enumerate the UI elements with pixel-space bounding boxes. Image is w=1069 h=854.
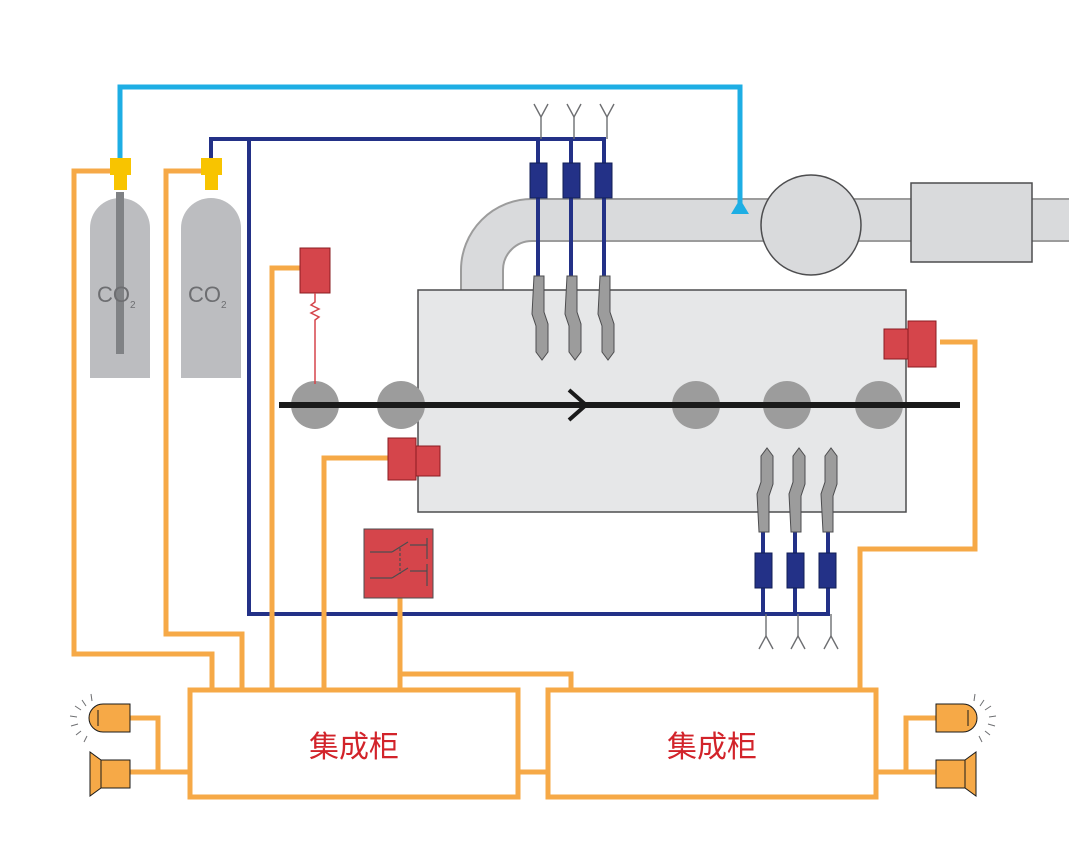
cabinet-2-label: 集成柜 xyxy=(667,730,757,765)
flow-arrow-icon xyxy=(567,388,590,422)
nozzle-icon xyxy=(564,275,582,361)
solenoid-valve-icon xyxy=(818,552,837,589)
top-nozzles xyxy=(531,275,615,361)
solenoid-valves xyxy=(529,162,837,589)
nozzle-icon xyxy=(756,447,774,533)
solenoid-valve-icon xyxy=(754,552,773,589)
cylinder-label: CO2 xyxy=(188,282,227,311)
alarm-beacon-icon xyxy=(88,703,131,733)
smoke-detector-icon xyxy=(387,437,441,481)
horn-speaker-icon xyxy=(89,751,131,797)
exhaust-duct xyxy=(460,174,1069,292)
nozzle-icon xyxy=(820,447,838,533)
alarm-beacon-left xyxy=(69,693,131,743)
navy-pipe-network xyxy=(209,137,830,616)
pressure-switch-icon xyxy=(363,528,434,599)
cylinder-label: CO2 xyxy=(97,282,136,311)
co2-cylinder-1: CO2 xyxy=(90,158,150,378)
horn-right xyxy=(935,751,977,797)
turbocharger xyxy=(760,174,862,276)
nozzle-icon xyxy=(788,447,806,533)
duct-nozzle-icon xyxy=(731,199,749,214)
conveyor xyxy=(279,381,960,429)
cabinet-1-label: 集成柜 xyxy=(309,730,399,765)
nozzle-icon xyxy=(531,275,549,361)
co2-cylinder-2: CO2 xyxy=(181,158,241,378)
horn-left xyxy=(89,751,131,797)
nozzle-icon xyxy=(597,275,615,361)
solenoid-valve-icon xyxy=(529,162,548,199)
horn-speaker-icon xyxy=(935,751,977,797)
solenoid-valve-icon xyxy=(594,162,613,199)
solenoid-valve-icon xyxy=(786,552,805,589)
orange-wiring xyxy=(71,168,978,800)
alarm-beacon-right xyxy=(935,693,997,743)
silencer-box xyxy=(910,182,1033,263)
solenoid-valve-icon xyxy=(562,162,581,199)
alarm-beacon-icon xyxy=(935,703,978,733)
cyan-pipe xyxy=(117,84,749,214)
bottom-nozzles xyxy=(756,447,838,533)
heat-detector-icon xyxy=(299,247,331,384)
nozzle-feeds xyxy=(533,103,839,650)
flame-detector-icon xyxy=(883,320,937,368)
